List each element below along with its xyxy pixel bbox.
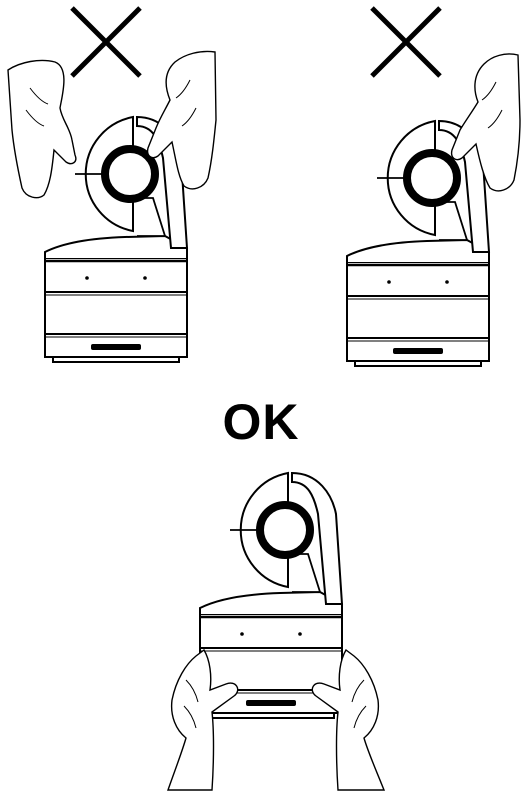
right-hand-icon [452, 54, 520, 191]
cross-mark-icon [72, 8, 140, 76]
ok-label: OK [0, 392, 522, 452]
ptz-camera [200, 473, 342, 718]
cross-mark-icon [372, 8, 440, 76]
wrong-handling-one-hand-on-head [347, 8, 520, 366]
ptz-camera [347, 121, 489, 366]
left-hand-icon [8, 60, 76, 197]
wrong-handling-two-hands-on-head [8, 8, 216, 362]
correct-handling-hands-under-base [168, 473, 384, 790]
